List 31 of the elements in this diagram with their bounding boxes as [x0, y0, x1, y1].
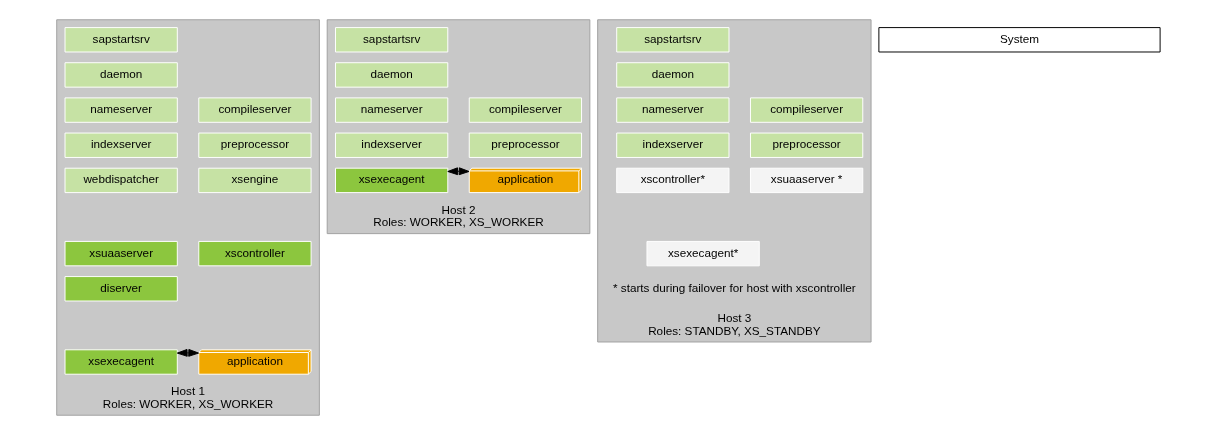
node-box: compileserver — [749, 97, 863, 123]
node-box: nameserver — [64, 97, 178, 123]
node-box: diserver — [64, 276, 178, 302]
node-box: preprocessor — [749, 132, 863, 158]
node-box: compileserver — [197, 97, 312, 123]
node-box: xscontroller — [197, 240, 312, 267]
node-box: indexserver — [64, 132, 178, 158]
node-box: System — [877, 27, 1161, 53]
node-box: compileserver — [468, 97, 582, 123]
node-box: xsengine — [197, 167, 312, 194]
node-box: xsuaaserver — [64, 240, 178, 267]
node-box: daemon — [64, 62, 178, 88]
node-box: indexserver — [615, 132, 729, 158]
label: * starts during failover for host with xscontroller — [612, 280, 856, 294]
node-box: xsuaaserver * — [749, 167, 863, 194]
node-box: xsexecagent — [334, 167, 448, 194]
node-box: nameserver — [615, 97, 729, 123]
node-box: xscontroller* — [615, 167, 729, 194]
node-box: indexserver — [334, 132, 448, 158]
node-box: webdispatcher — [64, 167, 178, 194]
node-box: preprocessor — [468, 132, 582, 158]
node-box: daemon — [334, 62, 448, 88]
node-box: sapstartsrv — [64, 27, 178, 53]
node-box: nameserver — [334, 97, 448, 123]
node-box: preprocessor — [197, 132, 312, 158]
node-box: xsexecagent* — [646, 240, 760, 267]
node-box: daemon — [615, 62, 729, 88]
arrow — [446, 167, 469, 176]
node-box: sapstartsrv — [334, 27, 448, 53]
node-box: sapstartsrv — [615, 27, 729, 53]
node-box: xsexecagent — [64, 349, 178, 375]
